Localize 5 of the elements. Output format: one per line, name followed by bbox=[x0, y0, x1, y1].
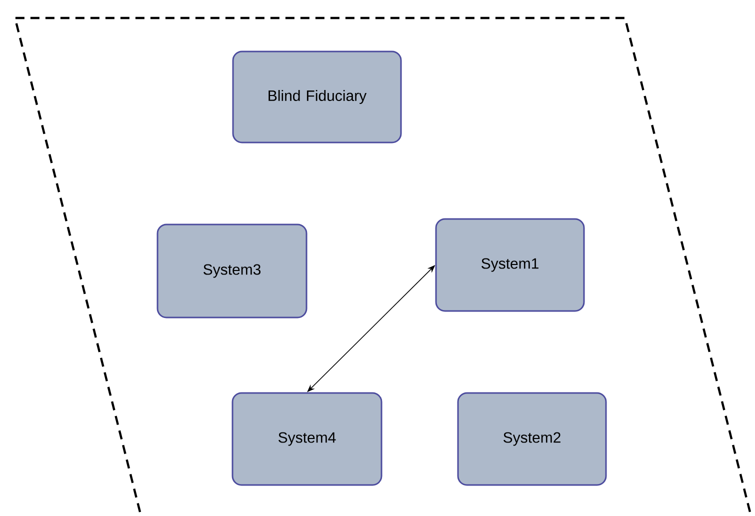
process-box: System2 bbox=[457, 392, 607, 486]
process-box: System3 bbox=[156, 224, 308, 318]
process-box: Blind Fiduciary bbox=[232, 50, 402, 144]
process-box: System4 bbox=[232, 392, 382, 486]
process-box: System1 bbox=[435, 218, 585, 312]
